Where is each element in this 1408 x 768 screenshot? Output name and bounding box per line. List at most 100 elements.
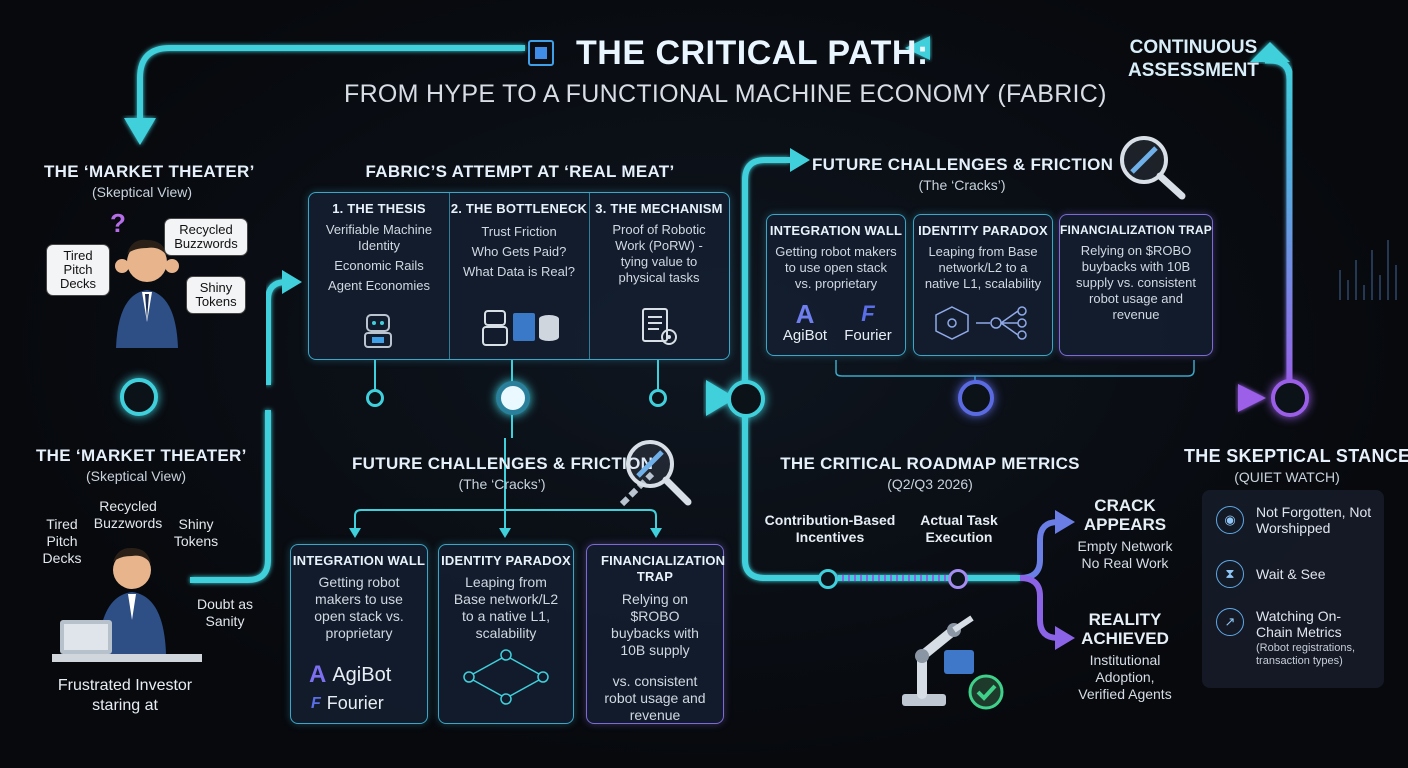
integration-top-text: Getting robot makers to use open stack v… xyxy=(775,244,897,291)
fourier-logo-bottom: F Fourier xyxy=(311,693,384,714)
branch-up-challenges xyxy=(742,157,790,395)
financialization-bottom-title: FINANCIALIZATION TRAP xyxy=(601,553,726,584)
challenge-bottom-integration: INTEGRATION WALL Getting robot makers to… xyxy=(290,544,428,724)
reality-arrowhead xyxy=(1055,626,1075,650)
identity-bottom-title: IDENTITY PARADOX xyxy=(441,553,571,568)
thesis-line-2: Economic Rails xyxy=(334,258,424,273)
robot-icon xyxy=(359,311,397,356)
timeline-node-center[interactable] xyxy=(727,380,765,418)
timeline-node-challenges[interactable] xyxy=(958,380,994,416)
timeline-node-start[interactable] xyxy=(120,378,158,416)
theater-bottom-subheading: (Skeptical View) xyxy=(85,468,187,484)
reality-line-3: Verified Agents xyxy=(1078,686,1172,702)
integration-bottom-title: INTEGRATION WALL xyxy=(292,553,426,568)
person-eye-icon: ◉ xyxy=(1216,506,1244,534)
branch-up-realmeat xyxy=(265,279,287,385)
crack-line-2: No Real Work xyxy=(1081,555,1169,571)
stance-item-watching: ↗ Watching On-Chain Metrics (Robot regis… xyxy=(1216,608,1376,668)
challenge-top-identity: IDENTITY PARADOX Leaping from Base netwo… xyxy=(913,214,1053,356)
real-meat-panel: 1. THE THESIS Verifiable Machine Identit… xyxy=(308,192,730,360)
roadmap-subheading: (Q2/Q3 2026) xyxy=(887,476,973,492)
stance-text-1: Not Forgotten, Not Worshipped xyxy=(1256,504,1372,536)
document-gear-icon xyxy=(639,307,681,354)
integration-top-title: INTEGRATION WALL xyxy=(769,223,903,238)
metric-contribution: Contribution-Based Incentives xyxy=(760,512,900,546)
brand-agibot-top: AgiBot xyxy=(782,327,828,344)
branch-down-theater xyxy=(190,410,271,583)
theater-bottom-heading: THE ‘MARKET THEATER’ xyxy=(36,446,247,465)
stance-text-2: Wait & See xyxy=(1256,566,1326,582)
bottleneck-line-3: What Data is Real? xyxy=(463,264,575,279)
fourier-logo-top: F Fourier xyxy=(841,301,895,344)
roadmap-node-2[interactable] xyxy=(948,569,968,589)
roadmap-node-1[interactable] xyxy=(818,569,838,589)
stance-item-wait-see: ⧗ Wait & See xyxy=(1216,560,1326,588)
col-title-thesis: 1. THE THESIS xyxy=(332,201,426,216)
timeline-node-bottleneck[interactable] xyxy=(496,381,530,415)
loop-up-arrowhead-2 xyxy=(1250,42,1290,62)
decorative-bars xyxy=(1339,240,1397,300)
main-arrowhead-1 xyxy=(706,380,736,416)
network-icon-top xyxy=(932,305,1036,346)
thesis-line-3: Agent Economies xyxy=(328,278,430,293)
loop-left-arrowhead xyxy=(905,36,930,60)
investor-caption: Frustrated Investor staring at xyxy=(40,676,210,716)
label-shiny-tokens: Shiny Tokens xyxy=(173,516,219,549)
loop-top-left-segment xyxy=(137,45,525,120)
label-doubt-as-sanity: Doubt as Sanity xyxy=(196,596,254,629)
agibot-logo-top: A AgiBot xyxy=(782,299,828,344)
challenges-top-subheading: (The ‘Cracks’) xyxy=(918,177,1006,193)
crack-title-1: CRACK xyxy=(1094,496,1156,515)
label-recycled-buzzwords: Recycled Buzzwords xyxy=(93,498,163,531)
theater-top-heading: THE ‘MARKET THEATER’ xyxy=(44,162,255,181)
outcome-reality: REALITY ACHIEVED Institutional Adoption,… xyxy=(1068,610,1182,703)
metric-contribution-line-2: Incentives xyxy=(795,529,865,545)
main-arrowhead-2 xyxy=(1238,384,1266,412)
continuous-assessment-label: CONTINUOUS ASSESSMENT xyxy=(1128,36,1259,82)
bottleneck-line-1: Trust Friction xyxy=(481,224,557,239)
stance-item-not-forgotten: ◉ Not Forgotten, Not Worshipped xyxy=(1216,504,1372,536)
robot-arm-icon xyxy=(892,596,1012,721)
page-subtitle: FROM HYPE TO A FUNCTIONAL MACHINE ECONOM… xyxy=(344,80,1107,108)
title-icon xyxy=(528,40,554,66)
col-title-bottleneck: 2. THE BOTTLENECK xyxy=(450,201,588,216)
brand-fourier-top: Fourier xyxy=(844,327,892,344)
challenge-bottom-financialization: FINANCIALIZATION TRAP Relying on $ROBO b… xyxy=(586,544,726,724)
real-meat-heading: FABRIC’S ATTEMPT AT ‘REAL MEAT’ xyxy=(365,162,675,181)
financialization-top-title: FINANCIALIZATION TRAP xyxy=(1060,223,1212,237)
bubble-shiny-tokens: Shiny Tokens xyxy=(186,276,246,314)
loop-down-arrowhead xyxy=(124,118,156,145)
timeline-node-mechanism[interactable] xyxy=(649,389,667,407)
mechanism-text: Proof of Robotic Work (PoRW) - tying val… xyxy=(612,222,706,285)
crack-line-1: Empty Network xyxy=(1077,538,1173,554)
stance-heading: THE SKEPTICAL STANCE xyxy=(1184,446,1408,466)
bubble-recycled-buzzwords: Recycled Buzzwords xyxy=(164,218,248,256)
challenges-top-heading: FUTURE CHALLENGES & FRICTION xyxy=(812,155,1114,174)
challenge-top-financialization: FINANCIALIZATION TRAP Relying on $ROBO b… xyxy=(1059,214,1213,356)
challenges-top-bracket xyxy=(835,360,1195,377)
col-title-mechanism: 3. THE MECHANISM xyxy=(595,201,723,216)
financialization-bottom-line-1: Relying on $ROBO buybacks with 10B suppl… xyxy=(611,591,699,658)
branch-challenges-arrowhead xyxy=(790,148,810,172)
timeline-node-end[interactable] xyxy=(1271,379,1309,417)
challenges-bottom-subheading: (The ‘Cracks’) xyxy=(458,476,546,492)
hourglass-icon: ⧗ xyxy=(1216,560,1244,588)
brand-agibot-bottom: AgiBot xyxy=(332,663,392,686)
split-to-crack xyxy=(1019,519,1059,581)
financialization-bottom-text: Relying on $ROBO buybacks with 10B suppl… xyxy=(587,591,723,724)
question-mark-icon: ? xyxy=(110,208,126,238)
stance-note: (Robot registrations, transaction types) xyxy=(1256,642,1356,667)
theater-top-subheading: (Skeptical View) xyxy=(91,184,193,200)
caption-line-2: staring at xyxy=(92,697,158,714)
real-meat-col-3: 3. THE MECHANISM Proof of Robotic Work (… xyxy=(589,193,729,359)
metric-task-line-1: Actual Task xyxy=(920,512,998,528)
col-body-bottleneck: Trust Friction Who Gets Paid? What Data … xyxy=(449,224,589,280)
reality-title-2: ACHIEVED xyxy=(1081,629,1169,648)
timeline-node-thesis[interactable] xyxy=(366,389,384,407)
page-title: THE CRITICAL PATH: xyxy=(576,34,929,72)
identity-top-title: IDENTITY PARADOX xyxy=(918,223,1048,238)
robot-database-icon xyxy=(477,305,567,356)
magnifier-chain-icon-bottom xyxy=(612,424,702,519)
